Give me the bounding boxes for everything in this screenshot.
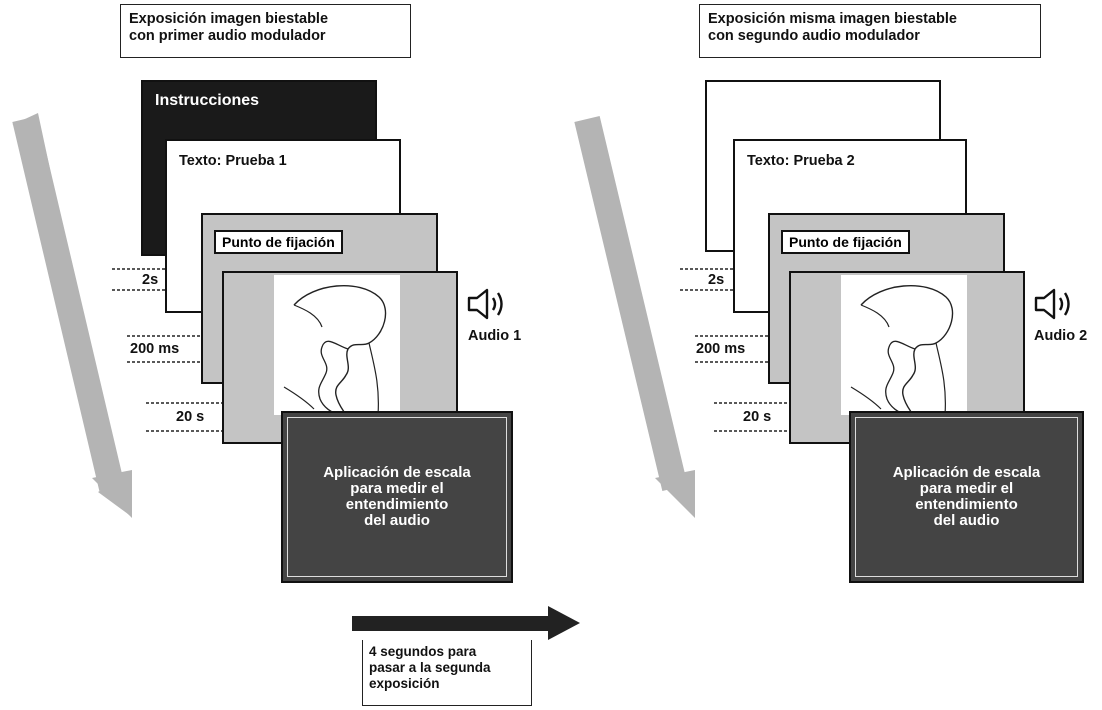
- panel-2-title: Exposición misma imagen biestable con se…: [699, 4, 1041, 58]
- time-2s: 2s: [708, 272, 725, 288]
- text-screen-label: Texto: Prueba 1: [179, 153, 287, 169]
- transition-arrow: [352, 606, 580, 640]
- transition-note: 4 segundos para pasar a la segunda expos…: [362, 640, 532, 706]
- flow-arrow: [574, 115, 695, 518]
- time-2s: 2s: [142, 272, 159, 288]
- time-20s: 20 s: [176, 409, 205, 425]
- fixation-label: Punto de fijación: [214, 230, 343, 254]
- scale-screen: Aplicación de escala para medir el enten…: [849, 411, 1084, 583]
- fixation-label: Punto de fijación: [781, 230, 910, 254]
- speaker-icon: [467, 288, 503, 320]
- time-200ms: 200 ms: [696, 341, 746, 357]
- scale-screen: Aplicación de escala para medir el enten…: [281, 411, 513, 583]
- time-20s: 20 s: [743, 409, 772, 425]
- bistable-image: [274, 275, 400, 415]
- audio-label: Audio 2: [1034, 328, 1088, 344]
- flow-arrow: [12, 113, 132, 518]
- instructions-label: Instrucciones: [155, 92, 260, 109]
- bistable-image: [841, 275, 967, 415]
- scale-text: Aplicación de escala para medir el enten…: [323, 464, 471, 529]
- audio-label: Audio 1: [468, 328, 522, 344]
- text-screen-label: Texto: Prueba 2: [747, 153, 855, 169]
- speaker-icon: [1034, 288, 1070, 320]
- panel-1-title: Exposición imagen biestable con primer a…: [120, 4, 411, 58]
- timing-lines: [112, 268, 222, 432]
- timing-lines: [680, 268, 790, 432]
- scale-text: Aplicación de escala para medir el enten…: [892, 464, 1041, 529]
- time-200ms: 200 ms: [130, 341, 180, 357]
